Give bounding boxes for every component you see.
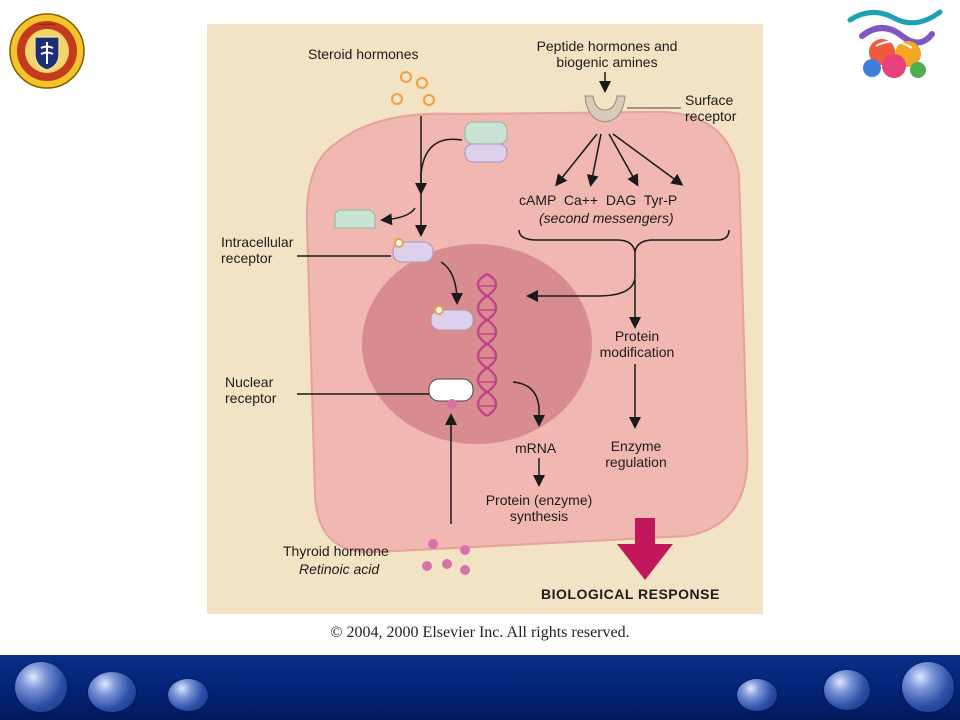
copyright-notice: © 2004, 2000 Elsevier Inc. All rights re… xyxy=(330,624,630,641)
label-peptide-hormones: Peptide hormones and biogenic amines xyxy=(536,38,678,70)
label-enzyme-regulation: Enzyme regulation xyxy=(605,438,667,470)
thyroid-hormone-molecules xyxy=(422,539,470,575)
label-steroid-hormones: Steroid hormones xyxy=(308,46,419,62)
university-seal-logo: ••••••••• xyxy=(9,13,85,89)
intracellular-receptor xyxy=(392,241,434,263)
bubble-decoration xyxy=(168,679,208,711)
bubble-decoration xyxy=(824,670,870,710)
nucleus xyxy=(362,244,592,444)
label-thyroid-hormone: Thyroid hormone xyxy=(283,543,389,559)
diagram-drawing xyxy=(297,71,749,580)
label-mrna: mRNA xyxy=(515,440,557,456)
nucleus-bound-receptor xyxy=(430,309,474,331)
label-protein-modification: Protein modification xyxy=(599,328,675,360)
bubble-decoration xyxy=(88,672,136,712)
bubble-decoration xyxy=(737,679,777,711)
congress-logo xyxy=(847,9,943,78)
label-retinoic-acid: Retinoic acid xyxy=(299,561,380,577)
label-surface-receptor: Surface receptor xyxy=(685,92,737,124)
label-biological-response: BIOLOGICAL RESPONSE xyxy=(541,586,720,602)
hormone-signaling-diagram: Steroid hormones Peptide hormones and bi… xyxy=(207,24,763,614)
nuclear-receptor xyxy=(428,378,474,402)
surface-receptor xyxy=(584,95,626,123)
bottom-decorative-bar xyxy=(0,655,960,720)
receptor-complex-green xyxy=(464,121,508,145)
bubble-decoration xyxy=(15,662,67,712)
receptor-complex-lilac xyxy=(464,143,508,163)
released-chaperone xyxy=(334,209,376,229)
label-protein-synthesis: Protein (enzyme) synthesis xyxy=(485,492,593,524)
svg-text:•••••••••: ••••••••• xyxy=(39,22,55,28)
steroid-hormone-molecules xyxy=(391,71,435,106)
label-nuclear-receptor: Nuclear receptor xyxy=(225,374,277,406)
label-second-messengers-list: cAMP Ca++ DAG Tyr-P xyxy=(519,192,678,208)
label-intracellular-receptor: Intracellular receptor xyxy=(221,234,294,266)
bubble-decoration xyxy=(902,662,954,712)
label-second-messengers: (second messengers) xyxy=(539,210,674,226)
biological-response-arrow xyxy=(617,518,673,580)
